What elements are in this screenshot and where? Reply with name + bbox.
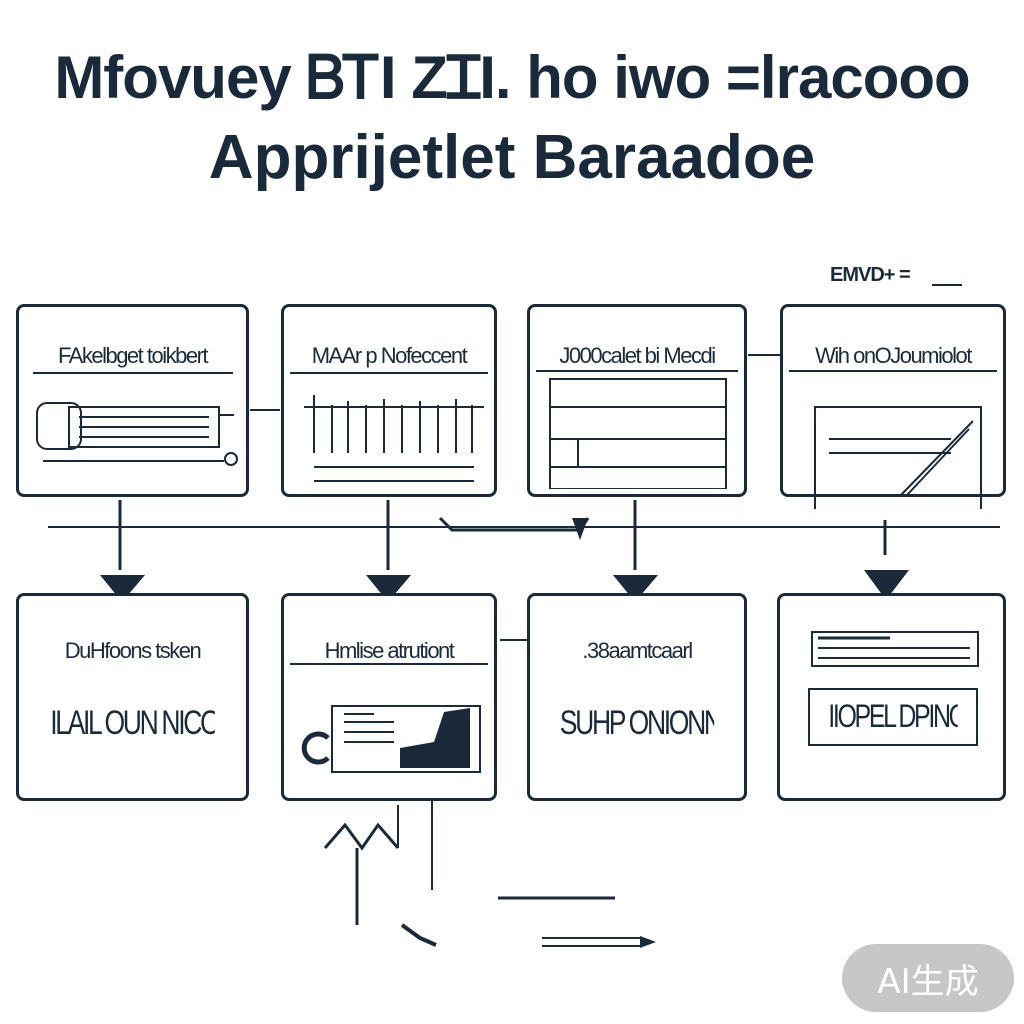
- process-box-4: Wih onOJoumiolot: [780, 304, 1006, 509]
- result-box-3: .38aamtcaarl SUHP ONIONN DOD: [527, 593, 747, 801]
- table-icon: [536, 370, 738, 489]
- box-4-label: Wih onOJoumiolot: [815, 343, 972, 368]
- process-box-1: FAkelbget toikbert: [16, 304, 249, 497]
- result-3-sub: SUHP ONIONN DOD: [559, 704, 715, 742]
- result-3-label: .38aamtcaarl: [582, 638, 693, 663]
- bar-lines-icon: [290, 372, 488, 482]
- form-bars-icon: [811, 631, 979, 667]
- result-4-sub: IIOPEL DPINOSU: [828, 698, 957, 734]
- box-3-label: J000calet bi Mecdi: [559, 343, 716, 368]
- diagram-title: Mfovuey ᏴᎢI ZꞮI. ho iwo =lracooo: [54, 44, 970, 111]
- arrowhead-4: [864, 570, 909, 600]
- result-2-label: Hmlise atrutiont: [324, 638, 455, 663]
- result-box-4: IIOPEL DPINOSU: [777, 593, 1006, 801]
- process-box-3: J000calet bi Mecdi: [527, 304, 747, 497]
- result-box-1: DuHfoons tsken ILAIL OUN NICODI: [16, 593, 249, 801]
- box-2-label: MAAr p Nofeccent: [311, 343, 468, 368]
- arrowhead-1: [100, 575, 145, 602]
- card-icon: [290, 663, 488, 773]
- arrowhead-3: [613, 575, 658, 602]
- result-1-sub: ILAIL OUN NICODI: [50, 704, 215, 742]
- ai-generated-badge: AI生成: [842, 944, 1014, 1012]
- result-box-2: Hmlise atrutiont: [281, 593, 497, 801]
- process-box-2: MAAr p Nofeccent: [281, 304, 497, 497]
- box-1-label: FAkelbget toikbert: [57, 343, 209, 368]
- diagram-subtitle: Apprijetlet Baraadoe: [208, 123, 816, 192]
- device-icon: [33, 372, 238, 466]
- result-4-field: IIOPEL DPINOSU: [808, 688, 978, 746]
- top-right-tag: EMVD+ =: [830, 264, 911, 286]
- line-chart-icon: [789, 370, 997, 509]
- link-arrow: [438, 516, 590, 532]
- arrowhead-2: [366, 575, 411, 602]
- result-1-label: DuHfoons tsken: [64, 638, 202, 663]
